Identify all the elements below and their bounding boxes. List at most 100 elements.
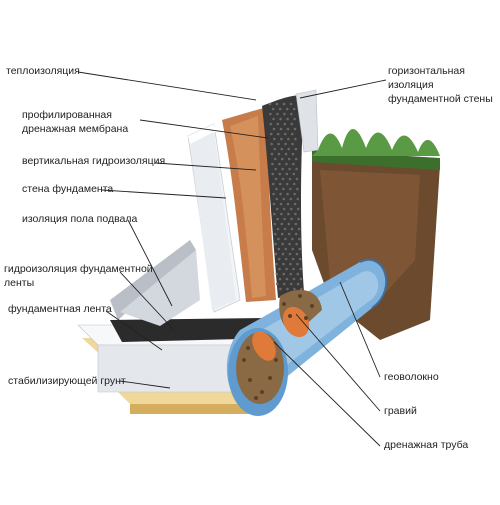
membrane-dot [294, 232, 298, 236]
membrane-dot [277, 152, 281, 156]
membrane-dot [272, 117, 275, 121]
membrane-dot [274, 177, 278, 181]
label-drainage-membrane: профилированная дренажная мембрана [22, 109, 129, 135]
membrane-dot [273, 212, 276, 216]
membrane-dot [294, 147, 298, 151]
membrane-dot [280, 137, 283, 141]
membrane-dot [289, 197, 293, 201]
gravel-dot [254, 396, 258, 400]
membrane-dot [281, 177, 285, 181]
membrane-dot [275, 187, 278, 191]
membrane-dot [281, 242, 284, 246]
membrane-dot [276, 217, 279, 221]
membrane-dot [282, 187, 285, 191]
membrane-dot [293, 287, 296, 291]
membrane-dot [293, 127, 297, 131]
membrane-dot [288, 167, 291, 171]
membrane-dot [297, 217, 300, 221]
membrane-dot [278, 107, 282, 111]
membrane-dot [288, 242, 291, 246]
thermal-insulation-illustration [222, 108, 276, 302]
foundation-wall-illustration [187, 123, 241, 313]
gravel-dot [304, 316, 308, 320]
label-vertical-waterproofing: вертикальная гидроизоляция [22, 155, 166, 167]
membrane-dot [291, 257, 295, 261]
membrane-dot [291, 247, 295, 251]
membrane-dot [284, 237, 287, 241]
gravel-dot [248, 378, 252, 382]
label-geotextile: геоволокно [384, 371, 439, 383]
membrane-dot [291, 237, 294, 241]
membrane-dot [281, 167, 284, 171]
membrane-dot [296, 197, 300, 201]
membrane-dot [276, 132, 280, 136]
gravel-dot [288, 314, 292, 318]
membrane-dot [285, 277, 289, 281]
membrane-dot [268, 102, 272, 106]
drain-pipe-illustration [226, 258, 388, 416]
label-gravel: гравий [384, 405, 417, 417]
membrane-dot [293, 192, 296, 196]
membrane-dot [283, 217, 286, 221]
membrane-dot [282, 282, 286, 286]
label-foundation-strip: фундаментная лента [8, 303, 112, 315]
membrane-dot [284, 142, 287, 146]
membrane-dot [276, 227, 280, 231]
membrane-dot [290, 132, 294, 136]
membrane-dot [275, 282, 279, 286]
membrane-dot [289, 262, 292, 266]
membrane-dot [277, 257, 281, 261]
membrane-dot [294, 222, 298, 226]
membrane-dot [287, 232, 291, 236]
membrane-dot [287, 147, 291, 151]
membrane-dot [291, 152, 295, 156]
membrane-dot [287, 157, 291, 161]
membrane-dot [275, 272, 279, 276]
membrane-dot [278, 172, 282, 176]
membrane-dot [274, 252, 278, 256]
membrane-dot [294, 137, 297, 141]
membrane-dot [281, 252, 285, 256]
label-foundation-wall: стена фундамента [22, 183, 114, 195]
membrane-dot [294, 212, 297, 216]
membrane-dot [293, 202, 297, 206]
membrane-dot [286, 202, 290, 206]
membrane-dot [279, 202, 283, 206]
membrane-dot [296, 282, 300, 286]
membrane-dot [295, 252, 299, 256]
membrane-dot [270, 142, 273, 146]
membrane-dot [271, 182, 275, 186]
membrane-dot [274, 167, 277, 171]
membrane-dot [286, 117, 289, 121]
membrane-dot [278, 182, 282, 186]
gravel-dot [282, 302, 286, 306]
membrane-dot [292, 182, 296, 186]
membrane-dot [284, 257, 288, 261]
membrane-dot [287, 222, 291, 226]
membrane-dot [285, 107, 289, 111]
membrane-dot [273, 232, 277, 236]
membrane-dot [296, 207, 300, 211]
membrane-dot [269, 112, 272, 116]
membrane-dot [295, 242, 298, 246]
membrane-dot [296, 262, 299, 266]
membrane-dot [287, 212, 290, 216]
gravel-dot [310, 304, 314, 308]
membrane-dot [289, 272, 293, 276]
membrane-dot [283, 227, 287, 231]
membrane-dot [289, 102, 293, 106]
horizontal-insulation-illustration [295, 89, 319, 153]
membrane-dot [282, 262, 285, 266]
membrane-dot [282, 207, 286, 211]
gravel-dot [268, 376, 272, 380]
label-horizontal-insulation: горизонтальная изоляция фундаментной сте… [388, 65, 493, 105]
membrane-dot [289, 207, 293, 211]
membrane-dot [298, 237, 301, 241]
membrane-dot [289, 187, 292, 191]
membrane-dot [292, 162, 295, 166]
membrane-dot [277, 142, 280, 146]
gravel-dot [260, 390, 264, 394]
membrane-dot [280, 232, 284, 236]
membrane-dot [296, 187, 299, 191]
